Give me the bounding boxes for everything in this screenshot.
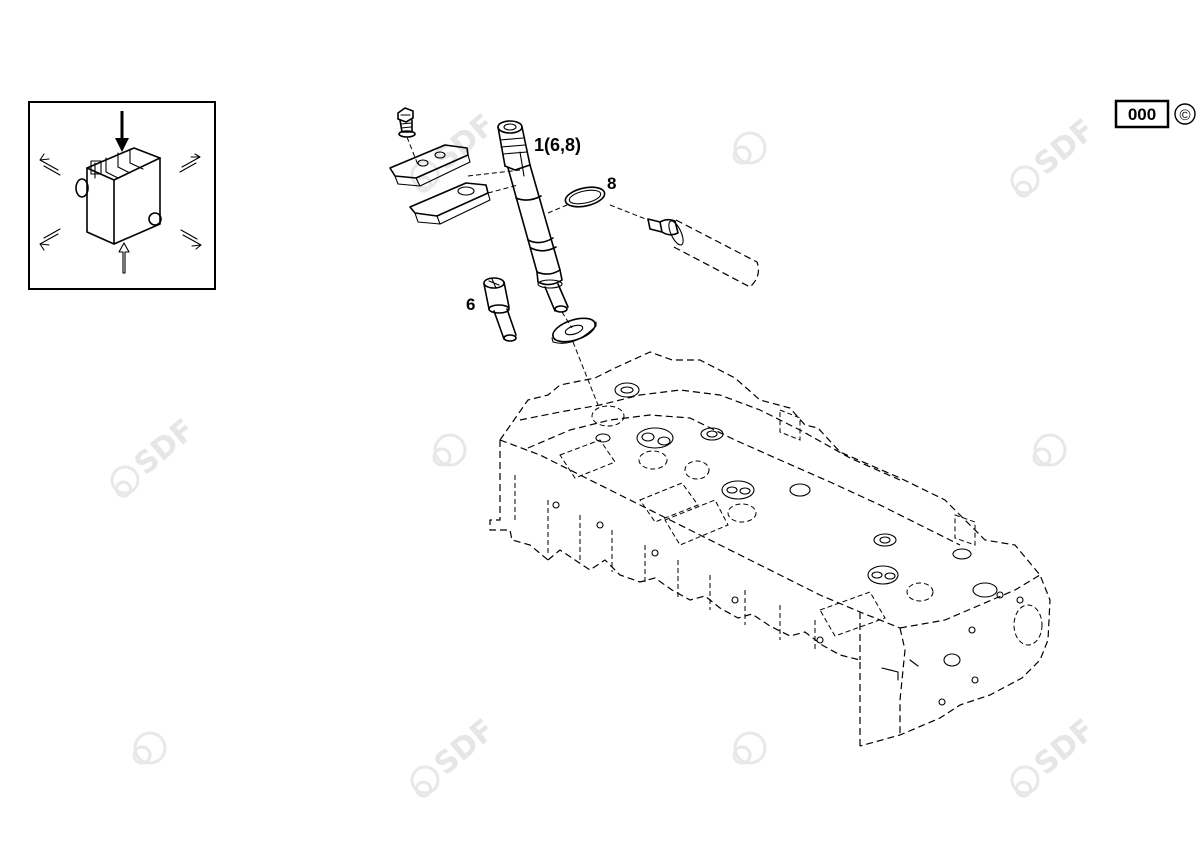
svg-text:SDF: SDF xyxy=(1028,112,1102,182)
outline-arrows-icon xyxy=(39,153,202,274)
o-ring-part xyxy=(564,186,606,208)
engine-block-icon xyxy=(75,147,162,245)
watermark-emblem xyxy=(132,131,1067,765)
injector-dash-line xyxy=(561,311,573,329)
injector-part xyxy=(497,120,569,313)
bolt-part xyxy=(483,277,517,342)
watermark-logo: SDF xyxy=(410,107,502,193)
watermark-logo: SDF xyxy=(410,712,502,798)
washer-dash-line xyxy=(572,341,599,406)
arrow-down-icon xyxy=(115,111,129,152)
washer-part xyxy=(551,317,597,344)
watermark-logo: SDF xyxy=(110,412,202,498)
clamp-screw xyxy=(397,107,416,138)
callout-bolt: 6 xyxy=(466,295,475,314)
copyright-circle xyxy=(1174,103,1196,125)
svg-text:SDF: SDF xyxy=(1028,712,1102,782)
clamp-plate-upper xyxy=(389,144,471,187)
watermark-layer: SDF SDF SDF SDF SDF xyxy=(110,107,1102,798)
copyright-symbol: © xyxy=(1179,107,1190,124)
svg-text:SDF: SDF xyxy=(428,712,502,782)
callout-injector: 1(6,8) xyxy=(534,135,581,155)
watermark-logo: SDF xyxy=(1010,112,1102,198)
svg-text:SDF: SDF xyxy=(128,412,202,482)
o-ring-dash-line xyxy=(547,204,568,214)
code-box: 000 © xyxy=(1114,99,1196,129)
engine-orientation-icon xyxy=(28,101,216,290)
code-box-value: 000 xyxy=(1128,105,1156,124)
screw-dash-line xyxy=(406,136,419,166)
svg-text:SDF: SDF xyxy=(428,107,502,177)
cylinder-head xyxy=(489,351,1051,747)
callout-o-ring: 8 xyxy=(607,174,616,193)
watermark-logo: SDF xyxy=(1010,712,1102,798)
sealant-tube-icon xyxy=(609,204,760,288)
plate-dash-line xyxy=(467,169,521,177)
